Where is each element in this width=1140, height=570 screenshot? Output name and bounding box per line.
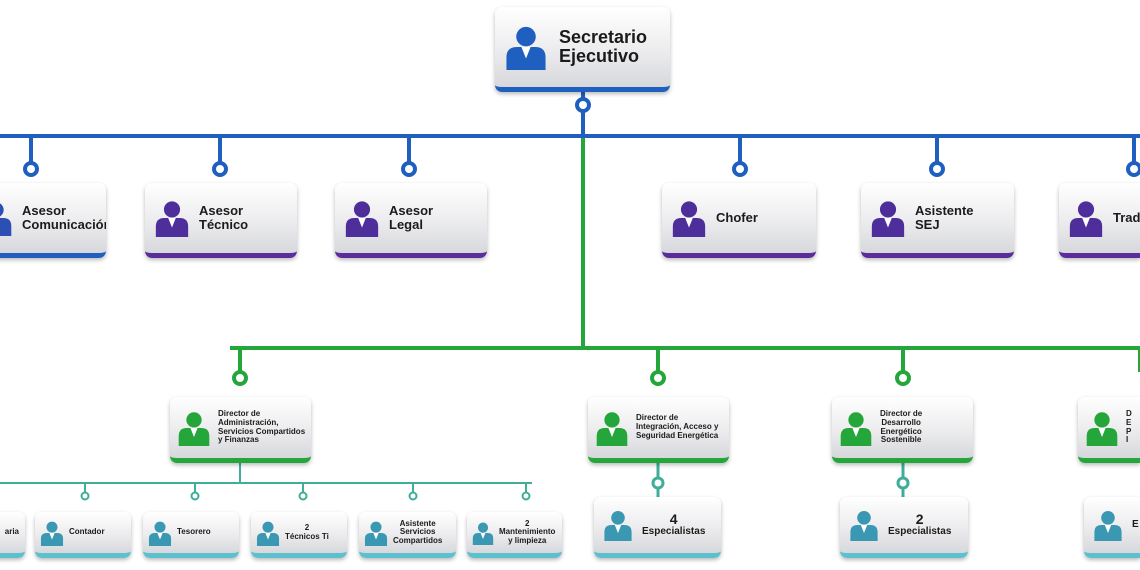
card-asistente-servicios[interactable]: Asistente Servicios Compartidos bbox=[359, 512, 456, 558]
card-especialistas-4[interactable]: 4 Especialistas bbox=[594, 497, 721, 558]
card-label-line1: Trad bbox=[1113, 210, 1140, 226]
card-label: Tesorero bbox=[177, 527, 211, 537]
card-label: Contador bbox=[69, 527, 105, 537]
person-icon bbox=[178, 411, 210, 446]
specialist-label: E bbox=[1132, 518, 1139, 530]
card-director-administracion[interactable]: Director de Administración, Servicios Co… bbox=[170, 397, 311, 463]
person-icon bbox=[155, 201, 189, 237]
card-label-line2: Legal bbox=[389, 217, 423, 232]
person-icon bbox=[1086, 411, 1118, 446]
card-title-line1: Secretario bbox=[559, 27, 648, 48]
card-label-line2: Técnico bbox=[199, 217, 249, 232]
card-director-desarrollo[interactable]: Director de Desarrollo Energético Sosten… bbox=[832, 397, 973, 463]
card-label-line1: Asesor bbox=[389, 203, 434, 219]
card-tesorero[interactable]: Tesorero bbox=[143, 512, 239, 558]
card-label-line1: Asesor bbox=[22, 203, 67, 219]
card-director-cut[interactable]: D E P I bbox=[1078, 397, 1140, 463]
card-mantenimiento[interactable]: 2 Mantenimiento y limpieza bbox=[467, 512, 562, 558]
card-chofer[interactable]: Chofer bbox=[662, 183, 816, 258]
specialist-label: Especialistas bbox=[888, 526, 952, 538]
person-icon bbox=[0, 203, 12, 236]
card-tecnicos-ti[interactable]: 2 Técnicos Ti bbox=[251, 512, 347, 558]
person-icon bbox=[840, 411, 872, 446]
person-icon bbox=[1094, 511, 1122, 541]
card-title-line2: Ejecutivo bbox=[559, 46, 640, 66]
person-icon bbox=[1069, 201, 1103, 237]
specialist-label: Especialistas bbox=[642, 526, 706, 538]
card-label: Director de Integración, Acceso y Seguri… bbox=[636, 413, 719, 440]
card-traductor[interactable]: Trad bbox=[1059, 183, 1140, 258]
card-contador[interactable]: Contador bbox=[35, 512, 131, 558]
person-icon bbox=[472, 522, 494, 545]
card-label: D E P I bbox=[1126, 408, 1132, 445]
person-icon bbox=[256, 521, 280, 546]
card-especialistas-2[interactable]: 2 Especialistas bbox=[840, 497, 968, 558]
person-icon bbox=[148, 521, 172, 546]
person-icon bbox=[40, 521, 64, 546]
person-icon bbox=[871, 201, 905, 237]
card-label: Director de Administración, Servicios Co… bbox=[218, 408, 306, 445]
card-label-line1: Chofer bbox=[716, 210, 758, 226]
card-asesor-tecnico[interactable]: Asesor Técnico bbox=[145, 183, 297, 258]
specialist-count: 2 bbox=[915, 511, 924, 528]
person-icon bbox=[364, 521, 388, 546]
card-staff-cut[interactable]: aria bbox=[0, 512, 25, 558]
card-label: aria bbox=[4, 527, 19, 537]
person-icon bbox=[506, 26, 546, 70]
card-asesor-comunicacion[interactable]: Asesor Comunicación bbox=[0, 183, 106, 258]
card-label: Director de Desarrollo Energético Sosten… bbox=[880, 408, 923, 445]
card-label: 2 Técnicos Ti bbox=[285, 523, 329, 541]
card-label: Asistente Servicios Compartidos bbox=[393, 518, 443, 545]
card-label-line1: Asesor bbox=[199, 203, 244, 219]
specialist-count: 4 bbox=[669, 511, 678, 528]
card-label-line1: Asistente bbox=[915, 203, 974, 219]
card-secretario-ejecutivo[interactable]: Secretario Ejecutivo bbox=[495, 7, 670, 92]
card-especialistas-cut[interactable]: E bbox=[1084, 497, 1140, 558]
card-director-integracion[interactable]: Director de Integración, Acceso y Seguri… bbox=[588, 397, 729, 463]
person-icon bbox=[604, 511, 632, 541]
card-asistente-sej[interactable]: Asistente SEJ bbox=[861, 183, 1014, 258]
person-icon bbox=[596, 411, 628, 446]
card-label-line2: Comunicación bbox=[22, 217, 106, 232]
person-icon bbox=[345, 201, 379, 237]
card-label: 2 Mantenimiento y limpieza bbox=[499, 518, 556, 545]
person-icon bbox=[672, 201, 706, 237]
card-label-line2: SEJ bbox=[915, 217, 940, 232]
card-asesor-legal[interactable]: Asesor Legal bbox=[335, 183, 487, 258]
person-icon bbox=[850, 511, 878, 541]
